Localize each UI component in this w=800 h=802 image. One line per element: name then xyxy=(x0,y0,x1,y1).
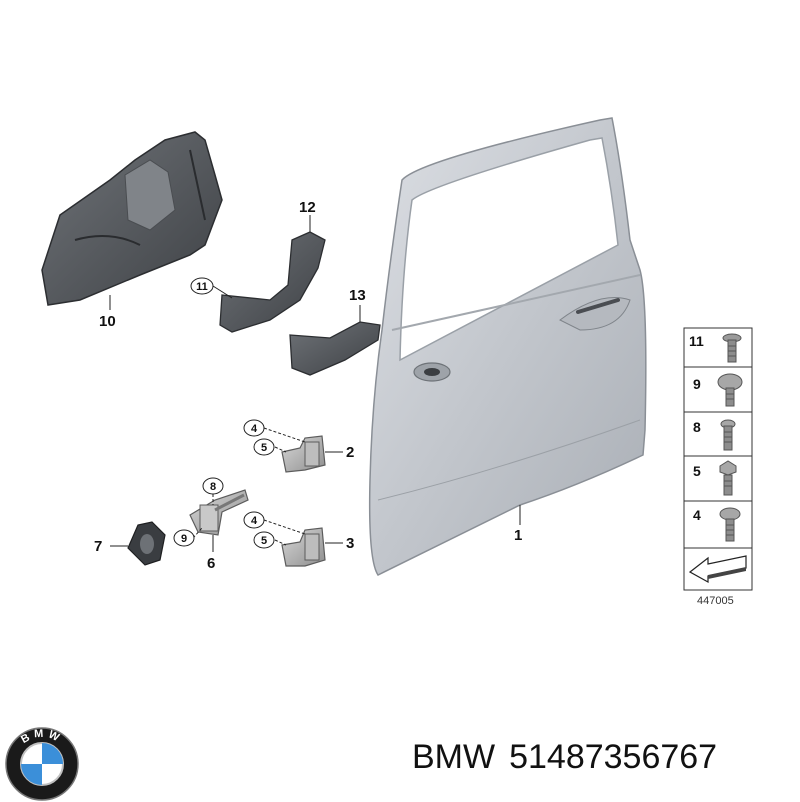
callout-7: 7 xyxy=(94,538,102,555)
panel-label-9: 9 xyxy=(693,376,701,392)
callout-12: 12 xyxy=(299,199,316,216)
callout-10: 10 xyxy=(99,313,116,330)
arrow-icon xyxy=(688,555,747,584)
inner-trim-panel xyxy=(41,131,223,306)
lower-hinge xyxy=(281,527,326,567)
bubble-5-upper-label: 5 xyxy=(261,442,267,454)
brand-line: BMW 51487356767 xyxy=(412,738,717,777)
bubble-8-label: 8 xyxy=(210,481,216,493)
callout-2: 2 xyxy=(346,444,354,461)
panel-label-4: 4 xyxy=(693,507,701,523)
upper-hinge xyxy=(281,435,326,473)
figure-number: 447005 xyxy=(697,595,734,607)
callout-6: 6 xyxy=(207,555,215,572)
bracket-12 xyxy=(219,231,326,333)
bubble-11: 11 xyxy=(190,277,214,295)
brand-name: BMW xyxy=(412,738,496,776)
screw-icon xyxy=(719,507,741,542)
bubble-11-label: 11 xyxy=(196,281,208,293)
bracket-13 xyxy=(289,321,381,376)
door-shell xyxy=(368,117,647,576)
bubble-9: 9 xyxy=(173,529,195,547)
door-check-gasket xyxy=(127,521,166,566)
part-number: 51487356767 xyxy=(509,738,718,776)
fastener-panel: 11 9 8 5 4 xyxy=(683,327,753,591)
panel-label-11: 11 xyxy=(689,333,704,349)
bubble-4-lower-label: 4 xyxy=(251,515,258,527)
bubble-5-lower: 5 xyxy=(253,531,275,549)
screw-icon xyxy=(722,333,742,363)
bubble-4-upper-label: 4 xyxy=(251,423,258,435)
screw-icon xyxy=(720,419,736,451)
panel-label-5: 5 xyxy=(693,463,701,479)
callout-1: 1 xyxy=(514,527,522,544)
leader-lines xyxy=(109,215,521,552)
screw-icon xyxy=(717,373,743,407)
screw-icon xyxy=(719,460,737,496)
bubble-5-upper: 5 xyxy=(253,438,275,456)
bubble-4-lower: 4 xyxy=(243,511,265,529)
door-check-strap xyxy=(189,489,249,536)
bmw-logo: BMW xyxy=(5,727,79,801)
bubble-4-upper: 4 xyxy=(243,419,265,437)
callout-3: 3 xyxy=(346,535,354,552)
bubble-8: 8 xyxy=(202,477,224,495)
callout-13: 13 xyxy=(349,287,366,304)
bubble-9-label: 9 xyxy=(181,533,187,545)
bubble-5-lower-label: 5 xyxy=(261,535,267,547)
panel-label-8: 8 xyxy=(693,419,701,435)
